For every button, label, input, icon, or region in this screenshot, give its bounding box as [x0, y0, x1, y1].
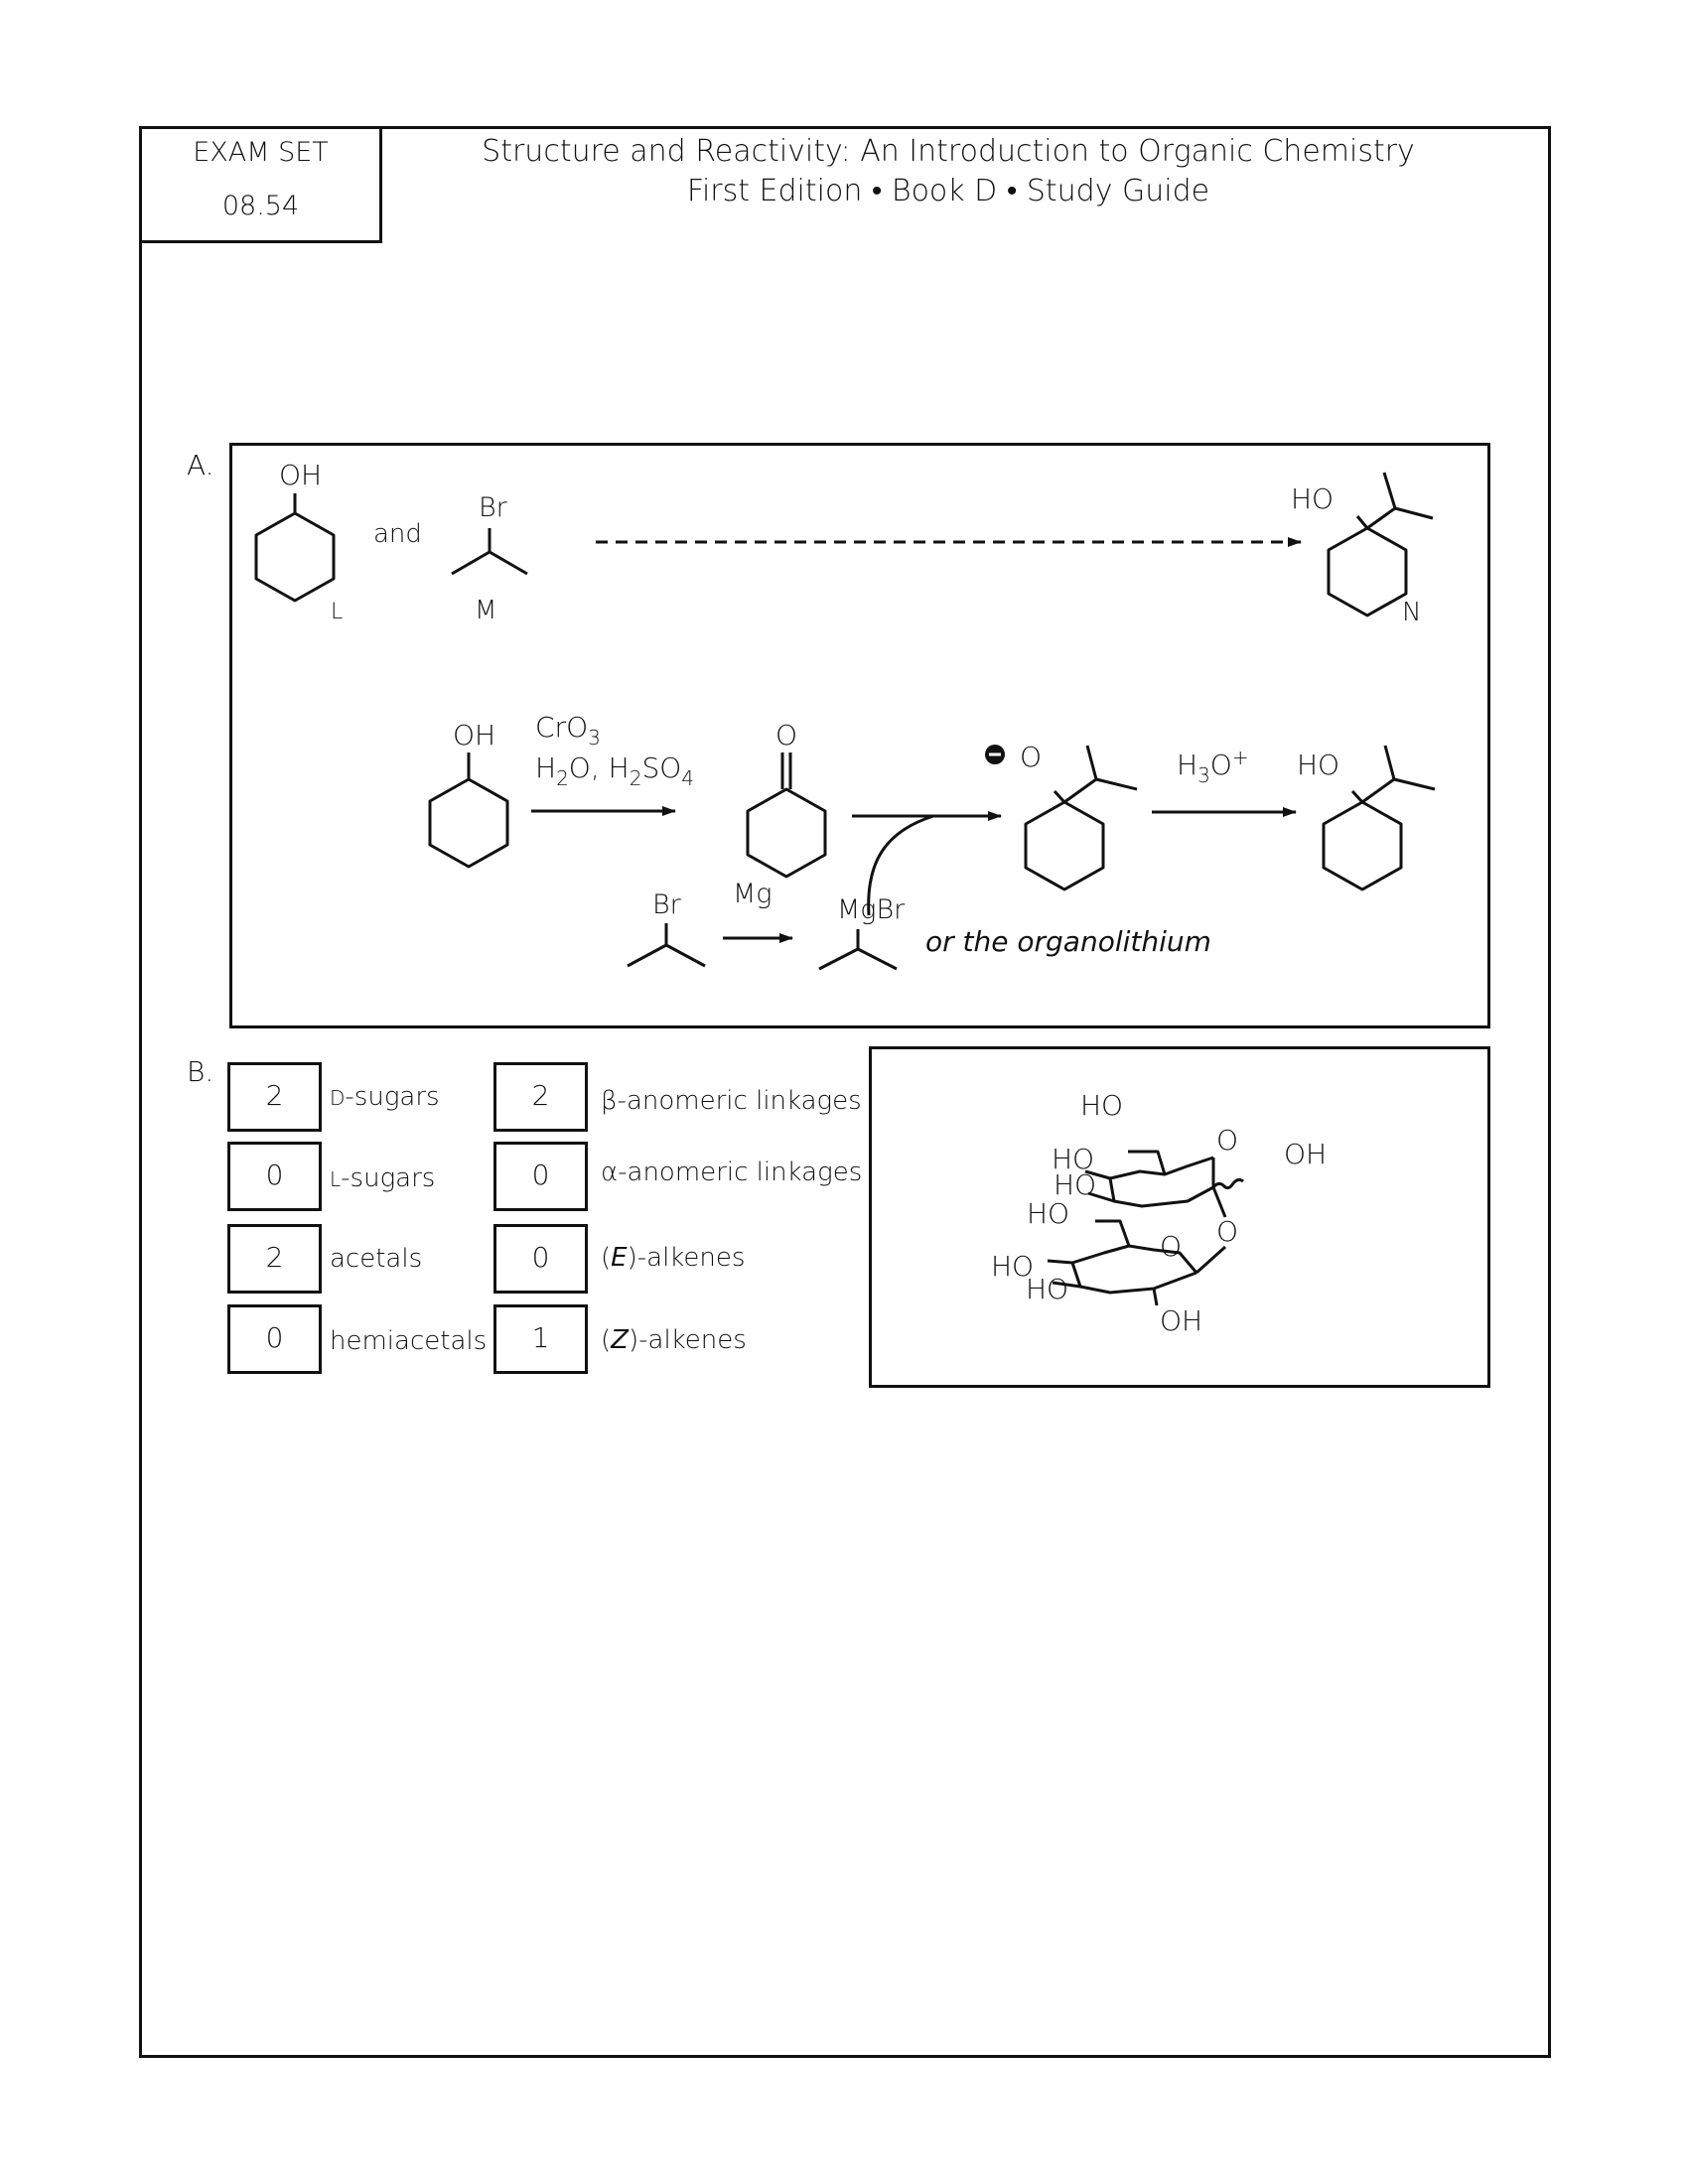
- cyclohexanol-ring: [428, 777, 509, 869]
- alkoxide-o-bond: [1053, 789, 1066, 804]
- label-solvent: H2O, H2SO4: [535, 751, 694, 790]
- exam-set-box: EXAM SET 08.54: [139, 126, 382, 243]
- label-br-m: Br: [479, 492, 508, 523]
- sugar-oh2: OH: [1160, 1304, 1202, 1337]
- label-ho-n: HO: [1291, 482, 1334, 515]
- label-organolithium-note: or the organolithium: [925, 925, 1211, 958]
- label-mgbr: MgBr: [837, 894, 906, 925]
- label-oh-l: OH: [279, 459, 322, 491]
- label-compound-n: N: [1402, 598, 1421, 627]
- glycosidic-bond-b: [1195, 1245, 1227, 1275]
- final-alcohol-isopropyl-a: [1361, 745, 1396, 804]
- sugar-ho5: HO: [991, 1250, 1034, 1283]
- count-box-l-sugars: 0: [227, 1142, 322, 1211]
- exam-set-label: EXAM SET: [193, 137, 329, 168]
- sugar1-bottom-edge: [1108, 1177, 1214, 1208]
- sugar1-ho1-bond: [1084, 1169, 1111, 1180]
- final-alcohol-ring: [1322, 800, 1403, 891]
- sugar-o-link: O: [1216, 1215, 1238, 1248]
- glycosidic-bond-a: [1211, 1186, 1227, 1218]
- final-alcohol-isopropyl-b: [1393, 777, 1436, 791]
- exam-set-number: 08.54: [221, 191, 300, 221]
- alkoxide-isopropyl-b: [1095, 777, 1138, 791]
- alkoxide-ring: [1024, 800, 1105, 891]
- grignard-skeleton: [818, 947, 898, 971]
- count-box-d-sugars: 2: [227, 1062, 322, 1132]
- page-frame: [139, 126, 1551, 2058]
- label-acetals: acetals: [330, 1244, 423, 1274]
- grignard-curved-arrow: [867, 814, 934, 916]
- label-hemiacetals: hemiacetals: [330, 1326, 488, 1356]
- bromopropane-m-skeleton: [451, 550, 528, 576]
- part-b-label: B.: [187, 1055, 214, 1088]
- sugar-ho1: HO: [1080, 1089, 1123, 1122]
- sugar1-top-edge: [1109, 1156, 1214, 1180]
- book-title: Structure and Reactivity: An Introductio…: [482, 134, 1415, 169]
- sugar2-ho2-bond: [1052, 1281, 1081, 1289]
- count-box-e-alkenes: 0: [493, 1224, 588, 1294]
- bromopropane-skeleton: [627, 943, 706, 968]
- sugar1-ch2oh-bond: [1128, 1150, 1167, 1175]
- product-n-isopropyl-a: [1366, 472, 1397, 530]
- count-box-acetals: 2: [227, 1224, 322, 1294]
- part-a-panel: [229, 443, 1490, 1028]
- count-box-beta-linkages: 2: [493, 1062, 588, 1132]
- label-d-sugars: D-sugars: [330, 1082, 440, 1112]
- count-box-alpha-linkages: 0: [493, 1142, 588, 1211]
- label-e-alkenes: (E)-alkenes: [601, 1243, 746, 1273]
- product-n-ring: [1327, 526, 1408, 617]
- sugar-ho4: HO: [1027, 1197, 1069, 1230]
- sugar2-bottom-edge: [1070, 1262, 1197, 1295]
- sugar1-ho2-bond: [1087, 1191, 1115, 1203]
- label-alpha-linkages: α-anomeric linkages: [601, 1158, 863, 1187]
- count-box-z-alkenes: 1: [493, 1304, 588, 1374]
- cyclohexanol-l-ring: [254, 511, 336, 603]
- label-and: and: [373, 519, 422, 549]
- sugar2-ch2oh-bond: [1095, 1219, 1131, 1247]
- label-oxidant: CrO3: [535, 711, 601, 750]
- product-n-ho-bond: [1355, 515, 1369, 529]
- anomeric-wavy-bond: [1211, 1177, 1244, 1190]
- label-compound-m: M: [475, 596, 496, 625]
- sugar-o-ring2: O: [1160, 1230, 1182, 1263]
- label-compound-l: L: [331, 600, 343, 624]
- label-oh-row2: OH: [453, 719, 495, 751]
- label-acid: H3O+: [1177, 746, 1249, 787]
- label-z-alkenes: (Z)-alkenes: [601, 1325, 747, 1355]
- sugar-ho6: HO: [1026, 1273, 1068, 1305]
- alkoxide-isopropyl-a: [1063, 745, 1098, 804]
- final-alcohol-ho-bond: [1350, 789, 1364, 804]
- sugar-ho3: HO: [1054, 1168, 1096, 1201]
- label-mg: Mg: [733, 879, 773, 909]
- label-alkoxide-o: O: [1020, 741, 1042, 773]
- sugar-ho2: HO: [1052, 1143, 1094, 1175]
- label-ketone-o: O: [775, 719, 797, 751]
- label-beta-linkages: β-anomeric linkages: [601, 1086, 862, 1116]
- label-l-sugars: L-sugars: [330, 1163, 436, 1193]
- sugar2-oh-bond: [1152, 1288, 1159, 1306]
- sugar-oh1: OH: [1284, 1138, 1327, 1170]
- product-n-isopropyl-b: [1394, 506, 1434, 520]
- count-box-hemiacetals: 0: [227, 1304, 322, 1374]
- sugar-o-ring1: O: [1216, 1124, 1238, 1157]
- label-br-row3: Br: [652, 889, 682, 920]
- part-a-label: A.: [187, 449, 214, 481]
- label-ho-final: HO: [1297, 749, 1339, 781]
- part-b-structure-panel: [869, 1046, 1490, 1388]
- cyclohexanone-ring: [746, 787, 827, 879]
- sugar2-ho1-bond: [1047, 1259, 1073, 1265]
- book-edition: First Edition • Book D • Study Guide: [686, 174, 1210, 208]
- sugar2-top-edge: [1071, 1244, 1198, 1274]
